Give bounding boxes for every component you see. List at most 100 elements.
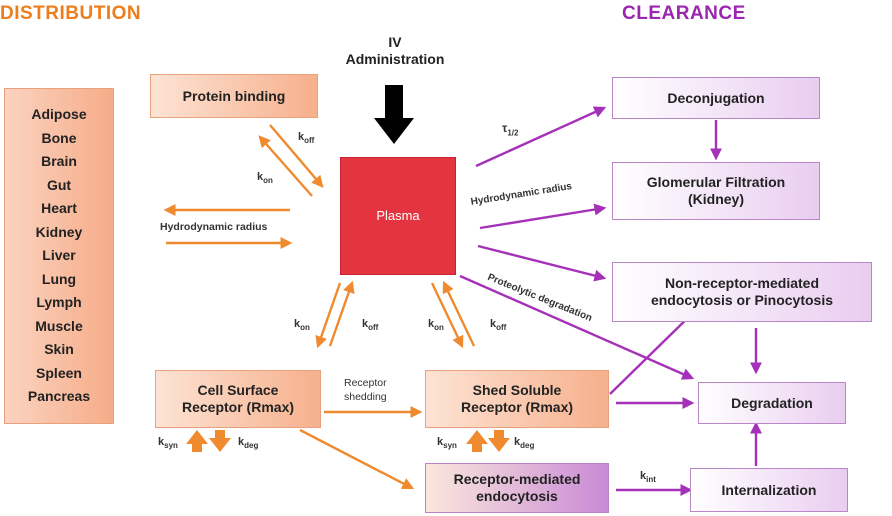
cell-surface-receptor-line2: Receptor (Rmax): [181, 399, 295, 415]
k-symbol: k: [514, 436, 521, 448]
k-subscript: syn: [443, 441, 457, 451]
arrow-plasma-to-cell-receptor: [315, 282, 342, 349]
kon-protein-label: kon: [257, 171, 273, 185]
clearance-heading: CLEARANCE: [622, 3, 746, 24]
k-subscript: syn: [164, 441, 178, 451]
koff-cell-label: koff: [362, 318, 378, 332]
tissue-item: Spleen: [36, 364, 82, 381]
ksyn-shed-label: ksyn: [437, 436, 457, 450]
k-symbol: k: [294, 318, 301, 330]
protein-binding-box: Protein binding: [150, 74, 318, 118]
receptor-shedding-label: Receptor shedding: [344, 376, 387, 404]
arrow-shed-receptor-to-plasma: [442, 280, 476, 347]
tissue-item: Muscle: [35, 317, 83, 334]
k-symbol: k: [437, 436, 444, 448]
k-subscript: off: [496, 323, 507, 333]
receptor-shedding-line1: Receptor: [344, 377, 387, 389]
arrow-plasma-to-degradation: [459, 274, 695, 380]
iv-administration-arrow: [374, 85, 414, 144]
arrow-plasma-to-glomerular: [479, 203, 607, 230]
tissue-item: Liver: [42, 247, 76, 264]
tissue-item: Adipose: [31, 106, 87, 123]
k-subscript: on: [434, 323, 444, 333]
k-symbol: k: [428, 318, 435, 330]
tissue-item: Brain: [41, 153, 77, 170]
internalization-label: Internalization: [721, 481, 817, 498]
shed-soluble-receptor-line2: Receptor (Rmax): [460, 399, 574, 415]
internalization-box: Internalization: [690, 468, 848, 512]
shed-soluble-receptor-box: Shed Soluble Receptor (Rmax): [425, 370, 609, 428]
ksyn-up-arrow-shed: [466, 430, 488, 452]
kdeg-shed-label: kdeg: [514, 436, 534, 450]
degradation-label: Degradation: [731, 394, 813, 411]
k-symbol: k: [490, 318, 497, 330]
k-symbol: k: [640, 470, 647, 482]
deconjugation-box: Deconjugation: [612, 77, 820, 119]
tissue-item: Skin: [44, 341, 74, 358]
tissue-item: Kidney: [35, 223, 83, 240]
k-symbol: k: [238, 436, 245, 448]
koff-protein-label: koff: [298, 131, 314, 145]
t-half-symbol: τ: [502, 121, 508, 135]
non-receptor-endocytosis-line1: Non-receptor-mediated: [664, 275, 820, 292]
non-receptor-endocytosis-box: Non-receptor-mediated endocytosis or Pin…: [612, 262, 872, 322]
deconjugation-label: Deconjugation: [667, 89, 765, 106]
tissue-item: Lung: [41, 270, 77, 287]
non-receptor-endocytosis-line2: endocytosis or Pinocytosis: [650, 292, 834, 308]
kdeg-down-arrow-cell: [209, 430, 231, 452]
iv-label: IV: [388, 34, 402, 50]
receptor-mediated-endocytosis-box: Receptor-mediated endocytosis: [425, 463, 609, 513]
k-symbol: k: [298, 131, 305, 143]
k-symbol: k: [158, 436, 165, 448]
plasma-label: Plasma: [376, 208, 420, 224]
tissue-item: Pancreas: [27, 388, 91, 405]
receptor-mediated-endocytosis-line1: Receptor-mediated: [453, 471, 581, 488]
tissue-item: Gut: [46, 176, 72, 193]
glomerular-filtration-line1: Glomerular Filtration: [646, 174, 786, 191]
glomerular-filtration-line2: (Kidney): [688, 191, 744, 207]
arrow-protein-to-plasma: [269, 124, 324, 188]
hydrodynamic-radius-left-label: Hydrodynamic radius: [160, 221, 268, 233]
kdeg-cell-label: kdeg: [238, 436, 258, 450]
k-symbol: k: [257, 171, 264, 183]
shed-soluble-receptor-line1: Shed Soluble: [472, 382, 562, 399]
arrow-cell-receptor-to-plasma: [328, 280, 355, 347]
receptor-mediated-endocytosis-line2: endocytosis: [476, 488, 558, 504]
protein-binding-label: Protein binding: [182, 87, 286, 104]
ksyn-cell-label: ksyn: [158, 436, 178, 450]
receptor-shedding-line2: shedding: [344, 391, 387, 404]
arrow-plasma-to-protein: [258, 135, 313, 197]
k-subscript: on: [263, 176, 273, 186]
kon-cell-label: kon: [294, 318, 310, 332]
kdeg-down-arrow-shed: [488, 430, 510, 452]
k-subscript: on: [300, 323, 310, 333]
cell-surface-receptor-box: Cell Surface Receptor (Rmax): [155, 370, 321, 428]
tissue-item: Bone: [41, 129, 77, 146]
k-subscript: deg: [520, 441, 535, 451]
k-symbol: k: [362, 318, 369, 330]
arrow-cell-receptor-to-endocytosis: [299, 428, 415, 490]
arrow-plasma-to-nonreceptor: [477, 244, 607, 282]
tissue-item: Lymph: [36, 294, 82, 311]
t-half-subscript: 1/2: [507, 128, 519, 138]
degradation-box: Degradation: [698, 382, 846, 424]
k-subscript: off: [368, 323, 379, 333]
iv-administration-label: IV Administration: [340, 34, 450, 68]
arrow-plasma-to-deconjugation: [475, 106, 607, 168]
glomerular-filtration-box: Glomerular Filtration (Kidney): [612, 162, 820, 220]
k-subscript: off: [304, 136, 315, 146]
k-subscript: int: [646, 475, 656, 485]
kint-label: kint: [640, 470, 656, 484]
tissue-item: Heart: [41, 200, 77, 217]
plasma-box: Plasma: [340, 157, 456, 275]
k-subscript: deg: [244, 441, 259, 451]
arrow-plasma-to-shed-receptor: [430, 282, 464, 349]
distribution-heading: DISTRIBUTION: [0, 3, 142, 24]
tissue-list-box: Adipose Bone Brain Gut Heart Kidney Live…: [4, 88, 114, 424]
ksyn-up-arrow-cell: [186, 430, 208, 452]
cell-surface-receptor-line1: Cell Surface: [197, 382, 279, 399]
kon-shed-label: kon: [428, 318, 444, 332]
koff-shed-label: koff: [490, 318, 506, 332]
administration-label: Administration: [345, 50, 445, 67]
